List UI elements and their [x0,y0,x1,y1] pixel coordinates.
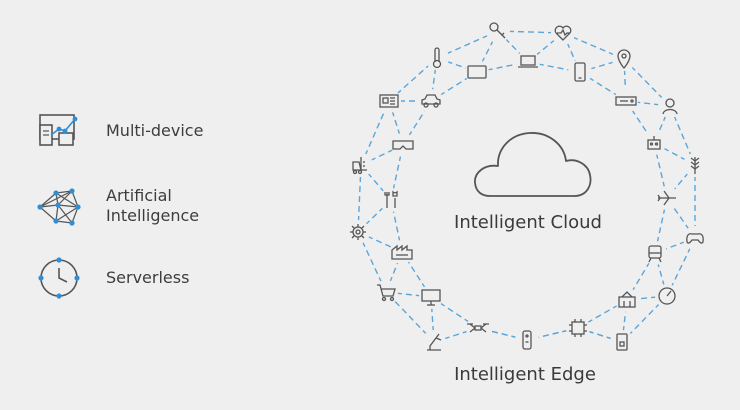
location-pin-icon [612,47,636,71]
heart-rate-icon [551,21,575,45]
newspaper-icon [377,89,401,113]
remote-icon [515,328,539,352]
intelligent-edge-label: Intelligent Edge [454,364,596,385]
tools-icon [379,188,403,212]
cross-link [527,32,564,63]
vr-headset-icon [391,133,415,157]
smart-lock-icon [610,330,634,354]
drone-icon [466,316,490,340]
robot-icon [642,131,666,155]
node-backdrop [422,330,446,354]
legend-label-serverless: Serverless [106,268,190,287]
outer-ring-link [433,327,479,343]
phone-icon [568,60,592,84]
laptop-icon [516,50,540,74]
node-backdrop [683,226,707,250]
cross-link [388,100,404,146]
server-icon [614,89,638,113]
robot-arm-icon [422,330,446,354]
node-backdrop [551,21,575,45]
cross-link [654,252,668,297]
network-links [357,30,696,343]
building-icon [615,288,639,312]
key-icon [486,19,510,43]
legend-label-artificial-intelligence: Artificial Intelligence [106,186,200,225]
cross-link [360,144,404,166]
node-backdrop [391,133,415,157]
cross-link [625,100,671,107]
chip-icon [566,316,590,340]
node-backdrop [390,240,414,264]
game-controller-icon [683,226,707,250]
legend-serverless: Serverless [34,255,189,301]
node-backdrop [419,285,443,309]
cross-link [430,57,438,102]
thermometer-icon [425,46,449,70]
gear-icon [346,220,370,244]
shopping-cart-icon [374,280,398,304]
network-nodes [346,19,707,354]
node-backdrop [612,47,636,71]
car-icon [419,89,443,113]
user-icon [658,94,682,118]
cross-link [430,296,435,343]
forklift-icon [349,153,373,177]
node-backdrop [466,316,490,340]
multi-device-icon [34,108,84,154]
node-backdrop [658,94,682,118]
intelligent-cloud-label: Intelligent Cloud [454,212,602,233]
airplane-icon [655,186,679,210]
neural-network-icon [34,183,84,229]
cross-link [579,58,625,73]
tablet-icon [465,60,489,84]
monitor-icon [419,285,443,309]
cross-link [476,30,499,73]
serverless-clock-icon [34,255,84,301]
node-backdrop [379,188,403,212]
train-icon [643,241,667,265]
node-backdrop [516,50,540,74]
cloud-icon [474,132,592,197]
legend-multi-device: Multi-device [34,108,203,154]
cross-link [666,164,696,199]
node-backdrop [615,288,639,312]
cross-link [385,291,432,298]
node-backdrop [568,60,592,84]
cross-link [653,142,696,166]
factory-icon [390,240,414,264]
cross-link [577,327,623,343]
node-backdrop [566,316,590,340]
cross-link [360,164,392,201]
node-backdrop [425,46,449,70]
node-backdrop [515,328,539,352]
gauge-icon [655,284,679,308]
node-backdrop [642,131,666,155]
node-backdrop [346,220,370,244]
legend-artificial-intelligence: Artificial Intelligence [34,183,199,229]
cross-link [357,199,392,233]
wheat-icon [683,153,707,177]
legend-label-multi-device: Multi-device [106,121,204,140]
